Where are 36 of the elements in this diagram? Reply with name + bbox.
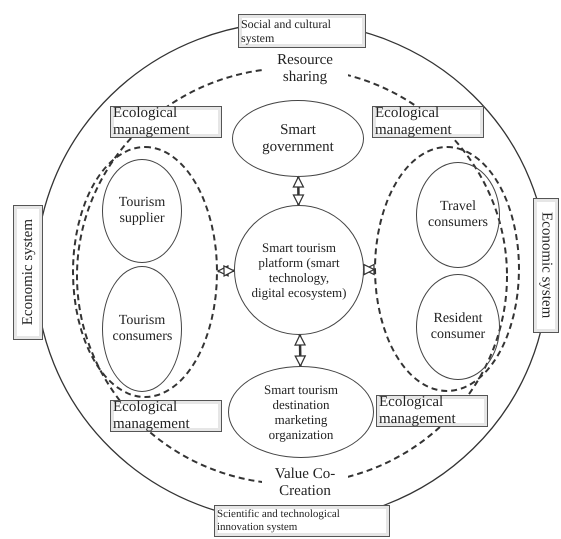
dashed-oval	[374, 146, 520, 392]
node-label: Social and cultural system	[241, 17, 332, 45]
ellipse-node	[234, 205, 364, 335]
double-arrow	[294, 334, 306, 367]
label-box	[110, 400, 222, 432]
label-box	[13, 205, 43, 340]
ellipse-node	[102, 266, 182, 392]
node-label: Ecological management	[375, 105, 453, 139]
node-label: Ecological management	[113, 105, 191, 139]
node-label: Smart tourism destination marketing organization	[262, 382, 340, 442]
label-box	[533, 198, 559, 333]
node-label: Economic system	[20, 219, 36, 326]
double-arrow	[217, 265, 235, 277]
double-arrow	[292, 176, 304, 206]
node-label: Scientific and technological innovation system	[217, 508, 341, 534]
node-label: Smart tourism platform (smart technology, digital ecosystem)	[251, 240, 347, 300]
ellipse-node	[228, 366, 374, 458]
ellipse-node	[102, 159, 182, 263]
node-label: Ecological management	[379, 394, 457, 428]
double-arrow	[363, 264, 375, 276]
node-label: Resident consumer	[430, 311, 486, 343]
label-box	[376, 395, 488, 427]
ellipse-node	[416, 162, 500, 268]
node-label: Ecological management	[113, 399, 191, 433]
node-label: Tourism consumers	[112, 313, 172, 345]
label-box	[372, 106, 484, 138]
node-label: Smart government	[261, 122, 335, 156]
node-label: Tourism supplier	[118, 195, 166, 227]
ellipse-node	[232, 100, 364, 177]
node-label: Travel consumers	[427, 199, 489, 231]
label-box	[214, 505, 390, 537]
ellipse-node	[416, 274, 500, 380]
label-box	[110, 106, 222, 138]
node-label: Economic system	[538, 212, 554, 319]
dashed-oval	[72, 146, 218, 398]
label-box	[238, 14, 366, 48]
